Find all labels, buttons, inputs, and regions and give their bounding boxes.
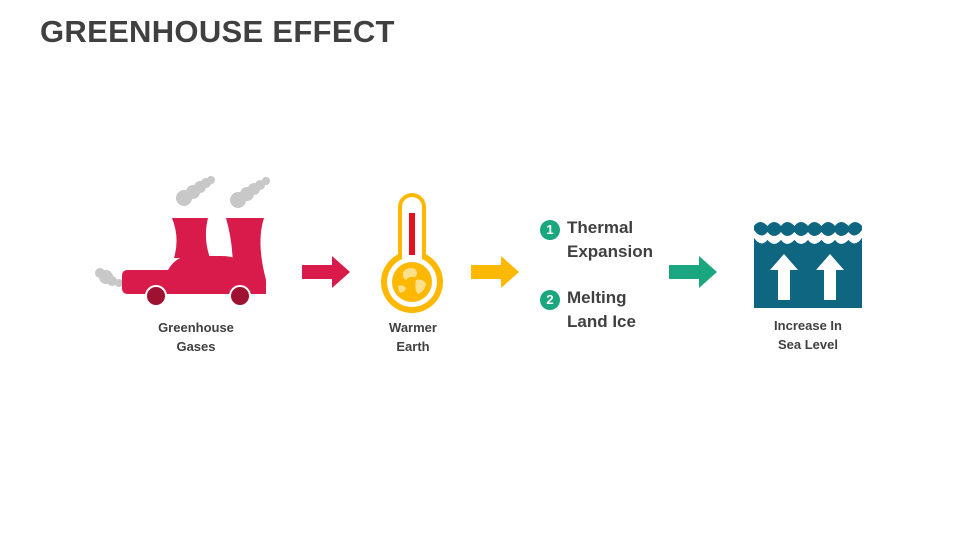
number-badge: 1 [540,220,560,240]
effect-item-thermal-expansion: 1 Thermal Expansion [540,216,653,264]
stage-label-greenhouse-gases: Greenhouse Gases [158,320,234,354]
number-badge: 2 [540,290,560,310]
stage-label-sea-level: Increase In Sea Level [774,318,842,352]
greenhouse-gases-stage [90,170,280,310]
factory-car-icon [95,176,270,307]
effect-text: Thermal Expansion [567,218,653,261]
sea-level-stage [754,218,862,308]
up-arrow-icon [816,254,844,300]
sea-level-icon [754,222,862,308]
arrow-right-icon [669,256,717,288]
warmer-earth-stage [378,190,448,315]
effect-text: Melting Land Ice [567,288,636,331]
arrow-right-icon [471,256,519,288]
up-arrow-icon [770,254,798,300]
page-title: GREENHOUSE EFFECT [40,14,395,49]
arrow-right-icon [302,256,350,288]
effect-item-melting-land-ice: 2 Melting Land Ice [540,286,636,334]
stage-label-warmer-earth: Warmer Earth [389,320,437,354]
thermometer-earth-icon [381,193,443,313]
smoke-icon [95,176,270,287]
